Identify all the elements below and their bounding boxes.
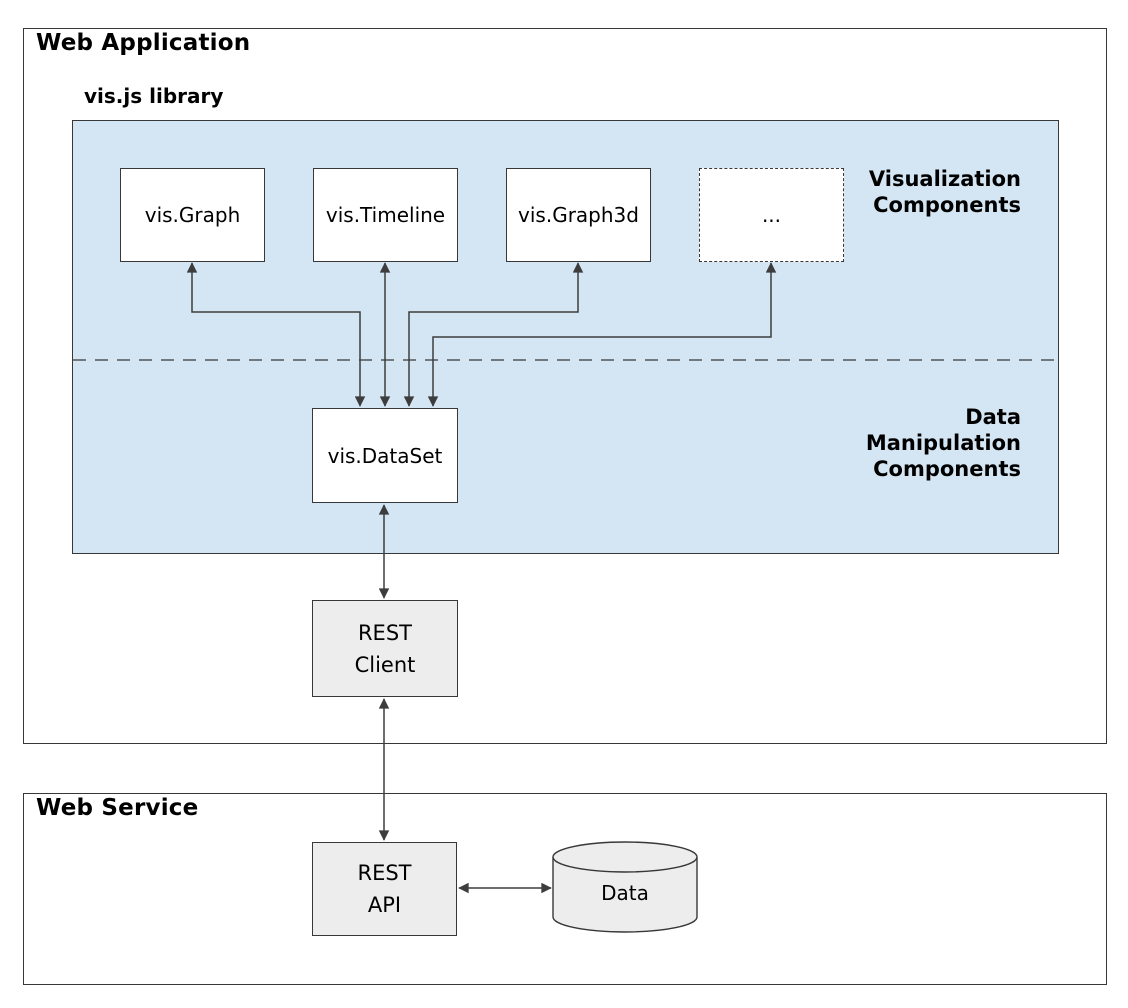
data-manipulation-components-label: Data Manipulation Components (831, 404, 1021, 482)
node-vis-graph-label: vis.Graph (144, 203, 241, 227)
database-cylinder-top (552, 841, 698, 873)
node-vis-graph3d: vis.Graph3d (506, 168, 651, 262)
data-manipulation-label-line2: Manipulation (865, 431, 1021, 455)
web-service-container (23, 793, 1107, 985)
web-application-container (23, 28, 1107, 744)
data-manipulation-label-line3: Components (873, 457, 1021, 481)
node-rest-api-label: REST API (357, 857, 411, 921)
database-cylinder-body (552, 857, 698, 933)
node-more-components-label: ... (761, 203, 782, 227)
arrow-more-dataset (427, 262, 777, 407)
visualization-components-label: Visualization Components (841, 166, 1021, 218)
node-rest-client: REST Client (312, 600, 458, 697)
node-vis-timeline-label: vis.Timeline (325, 203, 446, 227)
visjs-library-title: vis.js library (84, 84, 224, 108)
node-rest-client-label: REST Client (355, 617, 416, 681)
data-manipulation-label-line1: Data (965, 405, 1021, 429)
node-more-components: ... (699, 168, 844, 262)
node-vis-graph: vis.Graph (120, 168, 265, 262)
rest-api-label-line1: REST (357, 861, 412, 885)
node-rest-api: REST API (312, 842, 457, 936)
rest-client-label-line2: Client (354, 652, 416, 677)
node-vis-graph3d-label: vis.Graph3d (518, 203, 639, 227)
node-vis-dataset: vis.DataSet (312, 408, 458, 503)
rest-client-label-line1: REST (357, 620, 412, 645)
node-vis-timeline: vis.Timeline (313, 168, 458, 262)
database-cylinder (552, 841, 698, 933)
node-vis-dataset-label: vis.DataSet (327, 443, 443, 468)
data-store-label-container: Data (553, 842, 697, 932)
rest-api-label-line2: API (367, 893, 402, 917)
arrow-graph-dataset (186, 262, 366, 407)
visualization-label-line1: Visualization (868, 167, 1021, 191)
data-store-label: Data (601, 881, 649, 905)
web-application-title: Web Application (36, 30, 251, 56)
web-service-title: Web Service (36, 795, 199, 821)
arrow-graph3d-dataset (403, 262, 584, 407)
visualization-label-line2: Components (873, 193, 1021, 217)
